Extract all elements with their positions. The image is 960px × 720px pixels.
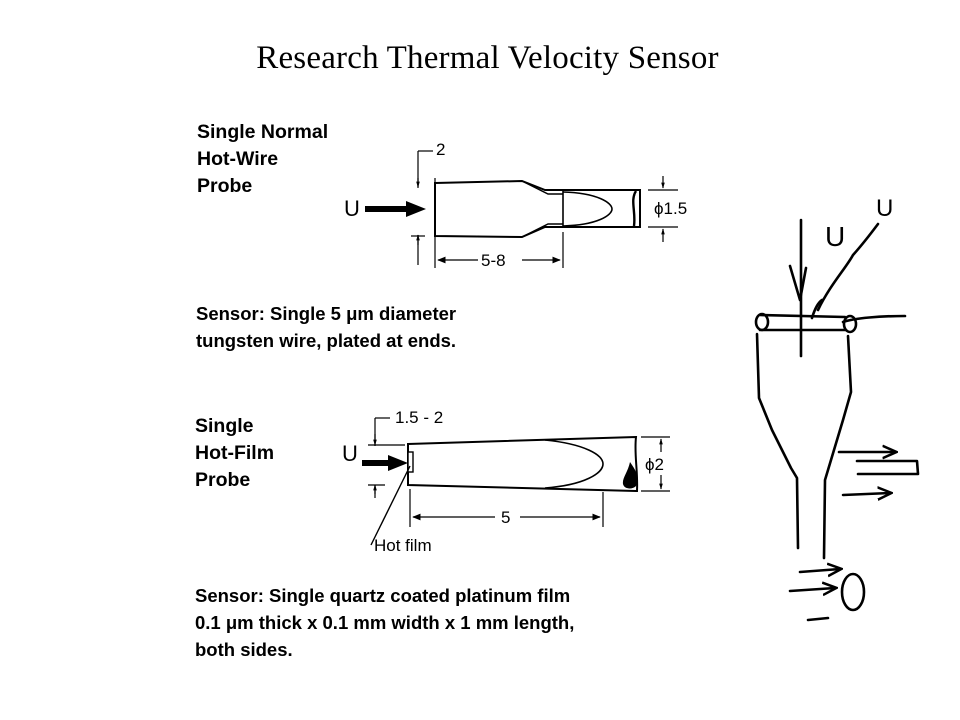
hot-film-caption-line-3: both sides.: [195, 639, 293, 660]
sketch-label-1: U: [825, 221, 845, 252]
hot-wire-flow-arrow: [365, 201, 426, 217]
hot-film-flow-arrow: [362, 455, 408, 471]
hot-film-leader-label: Hot film: [374, 536, 432, 555]
hot-film-name-line-2: Hot-Film: [195, 442, 275, 464]
hot-film-probe-name: Single Hot-Film Probe: [195, 413, 274, 494]
hot-wire-probe-body: [434, 179, 641, 239]
hot-film-diameter-label: ϕ2: [645, 455, 664, 474]
hot-film-sensor: [407, 451, 414, 473]
hot-wire-offset-label: 2: [436, 140, 445, 159]
hot-film-probe-body: [407, 435, 639, 493]
sketch-probe-body-right: [822, 334, 853, 560]
hot-wire-caption-line-1: Sensor: Single 5 μm diameter: [196, 303, 457, 324]
hot-film-tip-drop: [622, 462, 638, 489]
hot-wire-probe-drawing: U 2 5-8 ϕ1.5: [344, 140, 687, 270]
hot-film-name-line-3: Probe: [195, 469, 251, 491]
hot-film-flow-label: U: [342, 441, 358, 466]
hot-wire-caption: Sensor: Single 5 μm diameter tungsten wi…: [196, 300, 456, 354]
hot-wire-flow-label: U: [344, 196, 360, 221]
hot-wire-sensor-wire: [632, 190, 638, 227]
hot-wire-caption-line-2: tungsten wire, plated at ends.: [196, 330, 457, 351]
sketch-probe-body-left: [755, 332, 800, 550]
sketch-circle: [840, 572, 866, 612]
hot-wire-length-label: 5-8: [481, 251, 506, 270]
hot-film-caption: Sensor: Single quartz coated platinum fi…: [195, 582, 574, 663]
hot-film-offset-label: 1.5 - 2: [395, 408, 443, 427]
hot-wire-diameter-label: ϕ1.5: [654, 199, 687, 218]
hand-sketch: U U: [754, 195, 920, 622]
sketch-sensor-wire: [758, 313, 847, 332]
hot-wire-name-line-1: Single Normal: [197, 121, 329, 143]
sketch-label-2: U: [876, 195, 893, 222]
hot-film-name-line-1: Single: [195, 415, 254, 437]
hot-film-caption-line-1: Sensor: Single quartz coated platinum fi…: [195, 585, 571, 606]
hot-film-probe-drawing: U 1.5 - 2 5 ϕ2 Hot film: [342, 408, 670, 555]
hot-film-caption-line-2: 0.1 μm thick x 0.1 mm width x 1 mm lengt…: [195, 612, 575, 633]
hot-wire-probe-name: Single Normal Hot-Wire Probe: [197, 119, 328, 200]
hot-film-length-label: 5: [501, 508, 510, 527]
slide-title: Research Thermal Velocity Sensor: [256, 40, 719, 76]
hot-wire-name-line-2: Hot-Wire: [197, 148, 279, 170]
hot-wire-name-line-3: Probe: [197, 175, 253, 197]
